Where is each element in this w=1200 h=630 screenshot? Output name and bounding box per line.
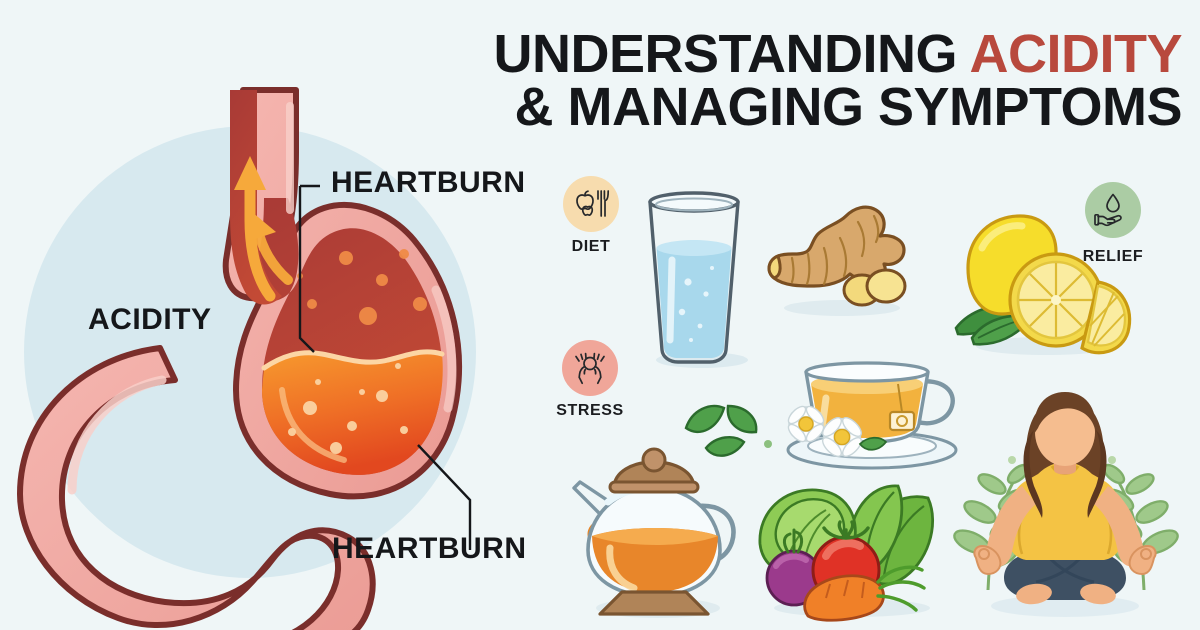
water-body: [656, 248, 732, 358]
fresh-vegetables-illustration: [758, 484, 935, 622]
glass-of-water-illustration: [648, 191, 748, 368]
teabag-tag: [888, 410, 916, 432]
acid-surface-line: [261, 349, 445, 371]
acid-inner-highlight: [279, 387, 347, 463]
hand-right: [1128, 544, 1157, 576]
shirt: [1006, 462, 1124, 560]
ginger-cut-face: [767, 254, 782, 280]
glass-outline: [648, 200, 740, 364]
chamomile-tea-cup-illustration: [786, 361, 958, 470]
teapot-tea-surface: [592, 528, 718, 545]
acid-bubbles: [288, 363, 408, 454]
title-plain-text: UNDERSTANDING: [493, 24, 970, 84]
page-title: UNDERSTANDING ACIDITY & MANAGING SYMPTOM…: [430, 27, 1183, 137]
chamomile-flower-1: [787, 405, 825, 443]
stomach-highlight: [431, 285, 457, 413]
teabag-string: [897, 383, 903, 413]
duodenum-highlight: [67, 375, 167, 495]
water-bubbles: [678, 266, 714, 342]
lemon-slice-segments: [1019, 263, 1093, 337]
foot-right: [1080, 583, 1116, 605]
carrot-greens: [876, 565, 926, 612]
title-accent-text: ACIDITY: [969, 24, 1183, 84]
chamomile-flower-2: [821, 416, 863, 458]
badge-relief-label: RELIEF: [1082, 248, 1144, 265]
leader-line-heartburn-top: [298, 184, 320, 353]
teapot-base: [598, 590, 710, 616]
teapot-tea: [592, 528, 718, 592]
badge-stress-label: STRESS: [556, 402, 624, 419]
foot-left: [1016, 583, 1052, 605]
tomato-stem: [822, 520, 870, 540]
label-heartburn-bottom: HEARTBURN: [332, 532, 527, 565]
leader-line-heartburn-bottom: [417, 444, 472, 550]
ginger-slice-2: [865, 268, 907, 304]
teapot-knob: [641, 447, 667, 473]
head: [1035, 398, 1095, 466]
teapot-spout: [572, 480, 611, 516]
water-drop-hand-icon: [1085, 182, 1141, 238]
hair-side-left: [1023, 430, 1043, 518]
duodenum-intestine: [17, 345, 376, 630]
badge-relief: RELIEF: [1076, 182, 1150, 266]
title-line-2: & MANAGING SYMPTOMS: [514, 76, 1182, 137]
water-surface: [656, 240, 732, 256]
arm-right: [1094, 486, 1144, 567]
stressed-person-icon: [562, 340, 618, 396]
meditating-woman-illustration: [953, 392, 1179, 617]
reflux-arrow-up: [234, 156, 293, 302]
esophagus-lumen: [230, 90, 282, 305]
glass-teapot-illustration: [572, 447, 736, 618]
ginger-body: [767, 205, 906, 288]
hand-left: [973, 544, 1002, 576]
arm-left: [986, 486, 1036, 567]
cup-handle: [913, 379, 955, 426]
title-line-1: UNDERSTANDING ACIDITY: [430, 27, 1183, 81]
ginger-root-illustration: [767, 205, 907, 316]
lumen-bubbles: [297, 249, 427, 325]
stomach-diagram: [17, 87, 476, 630]
hair-front: [1033, 392, 1097, 434]
chamomile-leaf: [858, 436, 888, 451]
label-heartburn-top: HEARTBURN: [331, 166, 526, 199]
hair-side-right: [1087, 430, 1107, 518]
badge-diet: DIET: [556, 176, 626, 256]
lemon-illustration: [954, 214, 1131, 355]
apple-fork-knife-icon: [563, 176, 619, 232]
badge-stress: STRESS: [552, 340, 628, 420]
badge-diet-label: DIET: [571, 238, 611, 255]
label-acidity: ACIDITY: [88, 303, 212, 336]
beet-stem: [782, 528, 804, 554]
mint-leaves-decoration: [684, 404, 772, 457]
